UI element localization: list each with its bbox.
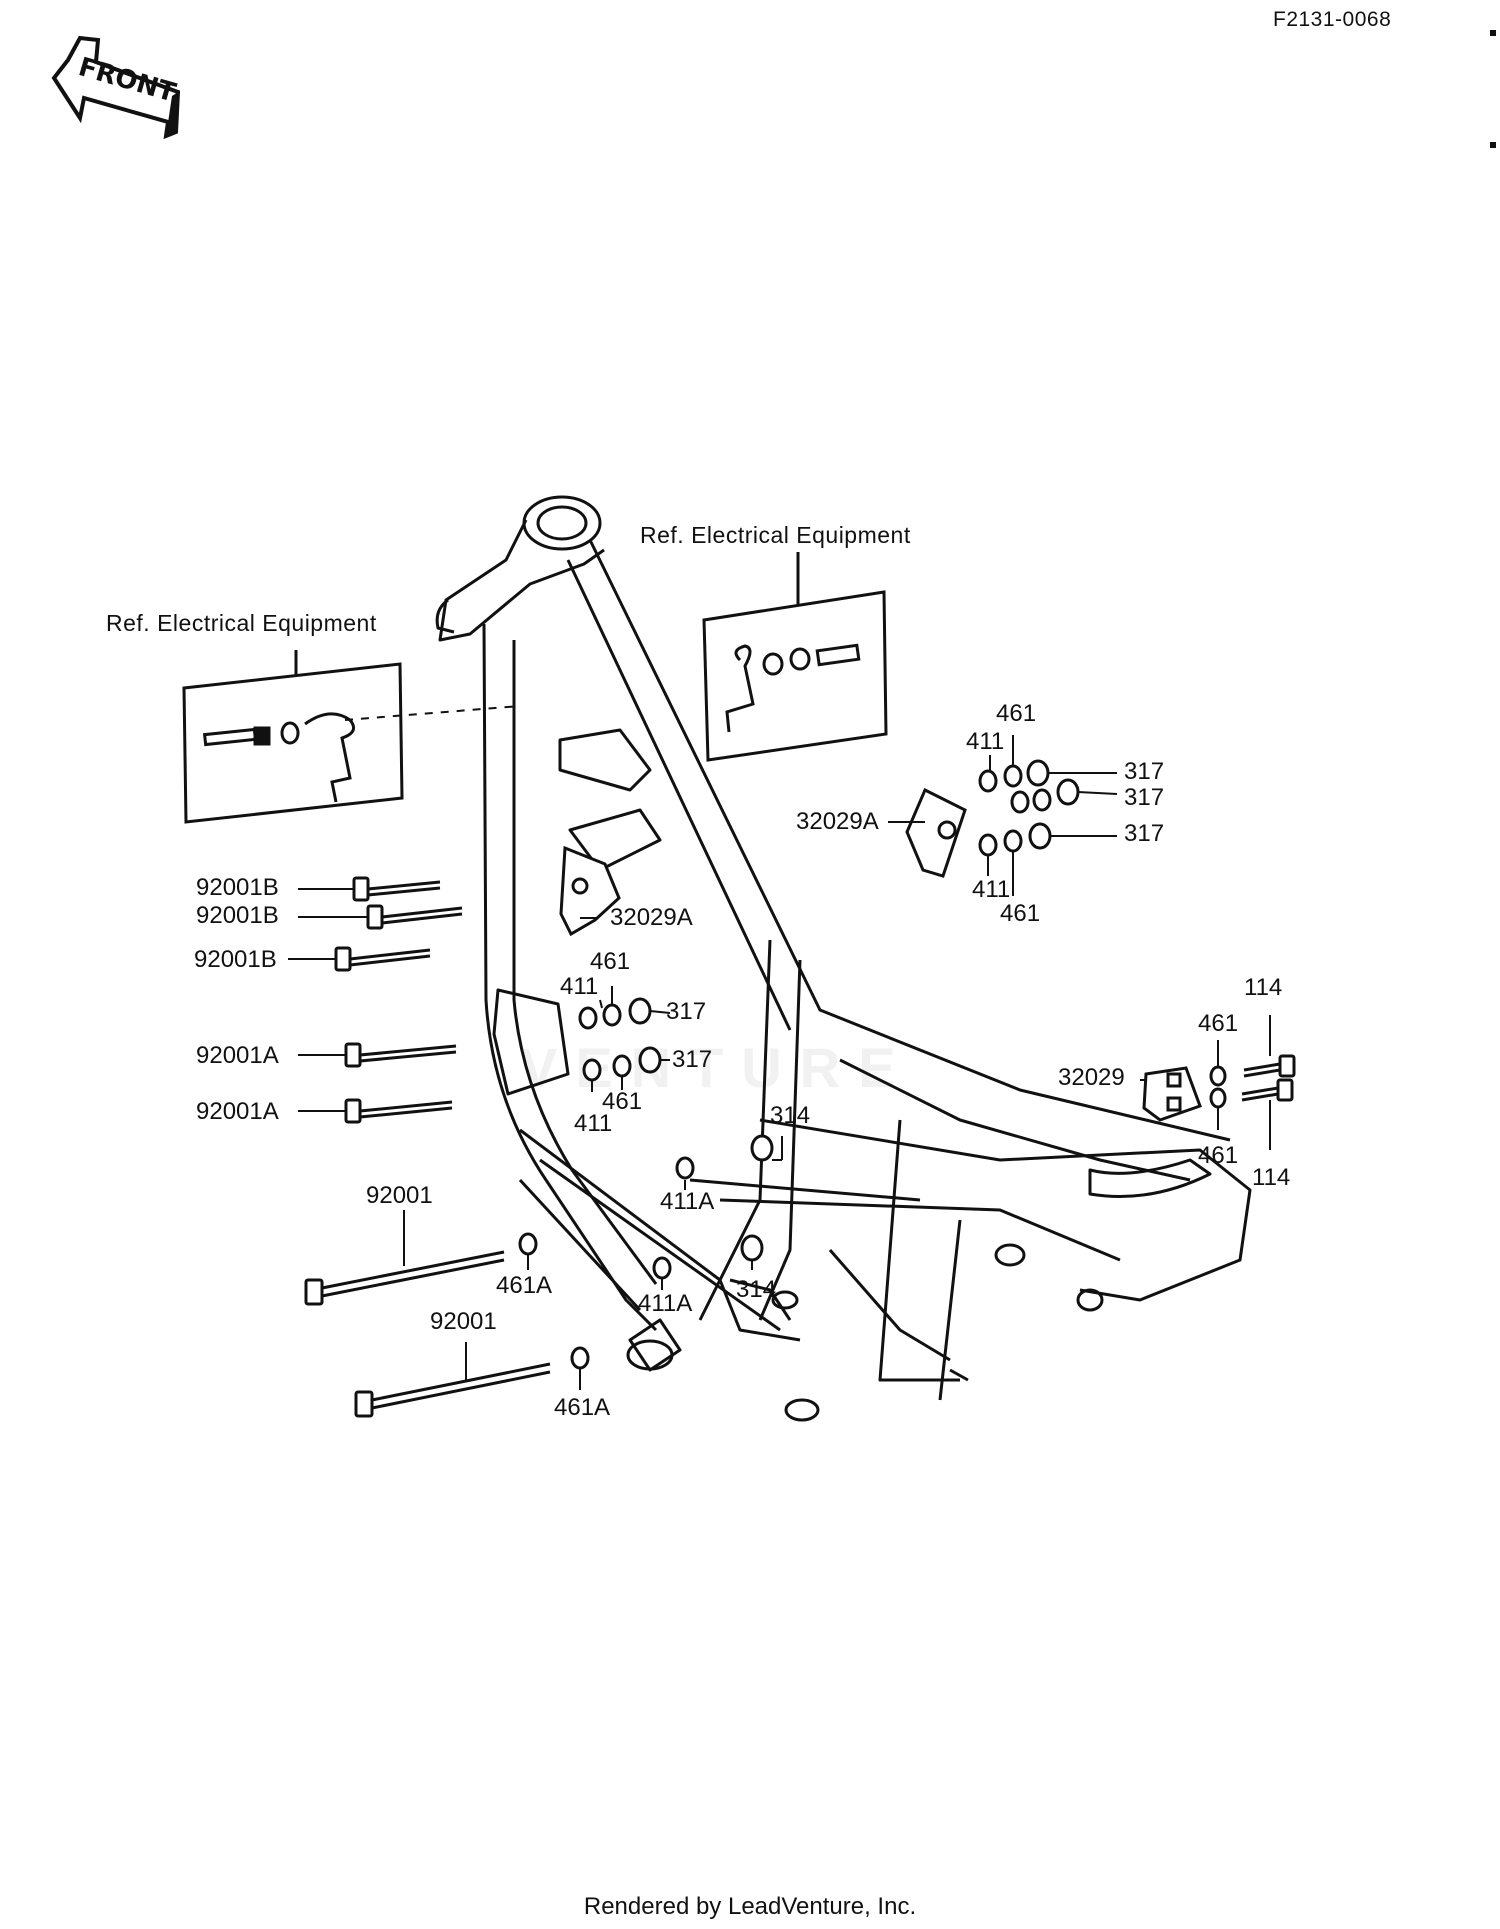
part-label: 92001B: [196, 874, 279, 901]
ref-label-left: Ref. Electrical Equipment: [106, 610, 377, 636]
part-label: 92001A: [196, 1042, 279, 1069]
part-label: 317: [666, 998, 707, 1025]
front-arrow-icon: FRONT: [51, 35, 181, 140]
part-label: 114: [1252, 1164, 1291, 1191]
washers-nuts: [518, 759, 1227, 1370]
engine-mount-plates: [559, 787, 1202, 1122]
part-label: 317: [1124, 784, 1165, 811]
part-label: 92001B: [194, 946, 277, 973]
part-label: 461: [996, 700, 1037, 727]
watermark: VENTURE: [520, 1036, 914, 1099]
part-label: 411A: [660, 1188, 715, 1215]
part-label: 314: [736, 1276, 777, 1303]
ref-label-right: Ref. Electrical Equipment: [640, 522, 911, 548]
part-label: 461A: [496, 1272, 553, 1299]
part-label: 32029A: [610, 904, 693, 931]
leader-lines: [288, 735, 1271, 1390]
part-label: 411A: [638, 1290, 693, 1317]
part-label: 32029A: [796, 808, 879, 835]
part-label: 317: [1124, 758, 1165, 785]
part-label: 411: [560, 973, 599, 1000]
part-label: 317: [1124, 820, 1165, 847]
drawing-code: F2131-0068: [1273, 8, 1392, 31]
part-label: 461: [590, 948, 631, 975]
corner-mark: [1490, 142, 1496, 148]
part-label: 314: [770, 1102, 811, 1129]
bolts: [304, 876, 1296, 1418]
corner-mark: [1490, 30, 1496, 36]
part-label: 461: [1000, 900, 1041, 927]
footer-credit: Rendered by LeadVenture, Inc.: [583, 1893, 917, 1920]
part-label: 411: [966, 728, 1005, 755]
part-label: 92001A: [196, 1098, 279, 1125]
part-label: 92001: [430, 1308, 497, 1335]
ref-box-left: [182, 650, 521, 824]
part-label: 461A: [554, 1394, 611, 1421]
part-label: 114: [1244, 974, 1283, 1001]
part-label: 92001B: [196, 902, 279, 929]
part-label: 92001: [366, 1182, 433, 1209]
part-label: 411: [574, 1110, 613, 1137]
part-label: 461: [1198, 1142, 1239, 1169]
part-label: 461: [602, 1088, 643, 1115]
part-label: 411: [972, 876, 1011, 903]
part-label: 32029: [1058, 1064, 1125, 1091]
part-label: 317: [672, 1046, 713, 1073]
part-label: 461: [1198, 1010, 1239, 1037]
ref-box-right: [702, 552, 888, 762]
motorcycle-frame: [435, 495, 1252, 1422]
